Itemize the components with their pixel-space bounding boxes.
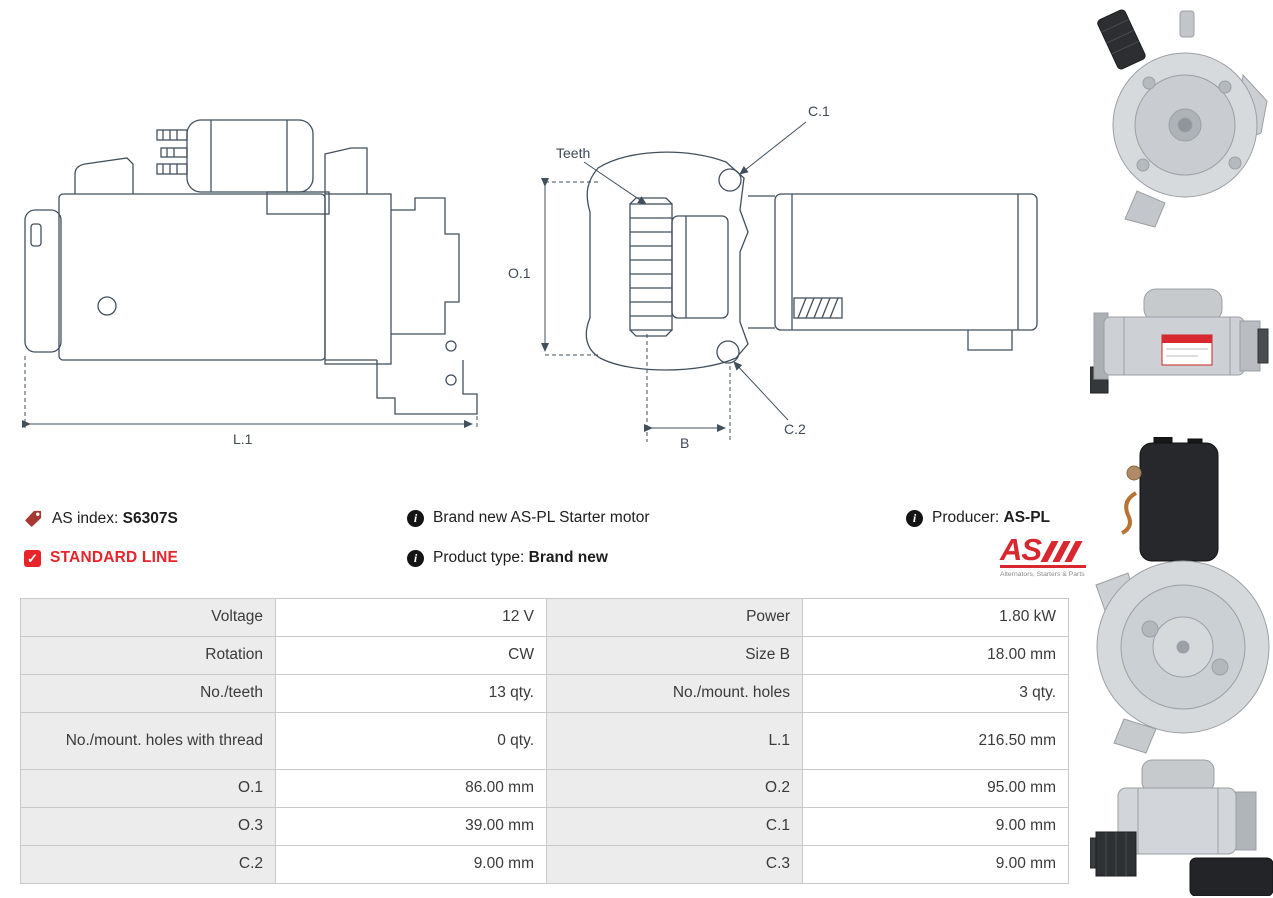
spec-cell-value: 95.00 mm <box>802 769 1069 808</box>
spec-cell-label: C.1 <box>546 807 803 846</box>
as-index-value: S6307S <box>122 509 178 527</box>
spec-cell-label: No./mount. holes with thread <box>20 712 276 770</box>
as-index-label: AS index: <box>52 509 119 527</box>
table-row: Rotation CW Size B 18.00 mm <box>20 636 1069 675</box>
logo-underline <box>1000 565 1086 568</box>
table-row: C.2 9.00 mm C.3 9.00 mm <box>20 845 1069 884</box>
spec-cell-label: Voltage <box>20 598 276 637</box>
standard-line-label: STANDARD LINE <box>50 549 179 566</box>
spec-cell-label: Rotation <box>20 636 276 675</box>
brand-new-row: i Brand new AS-PL Starter motor <box>407 509 650 527</box>
spec-cell-label: O.2 <box>546 769 803 808</box>
logo-tagline: Alternators, Starters & Parts <box>1000 571 1085 578</box>
table-row: O.3 39.00 mm C.1 9.00 mm <box>20 807 1069 846</box>
spec-cell-label: No./mount. holes <box>546 674 803 713</box>
spec-cell-label: C.3 <box>546 845 803 884</box>
spec-cell-value: 18.00 mm <box>802 636 1069 675</box>
spec-cell-value: 216.50 mm <box>802 712 1069 770</box>
spec-cell-label: Power <box>546 598 803 637</box>
spec-cell-value: CW <box>275 636 547 675</box>
as-pl-logo-text: AS <box>1000 532 1042 567</box>
spec-cell-value: 86.00 mm <box>275 769 547 808</box>
as-pl-logo: AS Alternators, Starters & Parts <box>1000 534 1092 578</box>
info-icon: i <box>906 509 923 527</box>
spec-cell-value: 12 V <box>275 598 547 637</box>
spec-cell-value: 9.00 mm <box>802 807 1069 846</box>
dimension-label-b: B <box>680 435 689 451</box>
tag-icon <box>25 510 42 527</box>
table-row: Voltage 12 V Power 1.80 kW <box>20 598 1069 637</box>
info-icon: i <box>407 509 424 527</box>
dimension-label-c1: C.1 <box>808 103 830 119</box>
product-photo-front-view <box>1097 9 1268 228</box>
spec-cell-value: 13 qty. <box>275 674 547 713</box>
spec-cell-label: Size B <box>546 636 803 675</box>
spec-cell-value: 1.80 kW <box>802 598 1069 637</box>
spec-cell-value: 3 qty. <box>802 674 1069 713</box>
checkbox-icon: ✓ <box>24 549 41 567</box>
spec-table: Voltage 12 V Power 1.80 kW Rotation CW S… <box>20 598 1069 884</box>
product-photo-solenoid-top-view <box>1095 437 1270 754</box>
product-type-label: Product type: <box>433 549 525 566</box>
spec-cell-value: 0 qty. <box>275 712 547 770</box>
spec-cell-value: 9.00 mm <box>275 845 547 884</box>
spec-cell-value: 9.00 mm <box>802 845 1069 884</box>
producer-value: AS-PL <box>1003 509 1051 526</box>
spec-cell-label: C.2 <box>20 845 276 884</box>
dimension-label-c2: C.2 <box>784 421 806 437</box>
as-index-row: AS index: S6307S <box>24 509 178 528</box>
spec-cell-label: L.1 <box>546 712 803 770</box>
brand-new-text: Brand new AS-PL Starter motor <box>433 509 650 526</box>
product-type-value: Brand new <box>528 549 608 566</box>
spec-cell-label: No./teeth <box>20 674 276 713</box>
spec-cell-value: 39.00 mm <box>275 807 547 846</box>
table-row: O.1 86.00 mm O.2 95.00 mm <box>20 769 1069 808</box>
technical-drawing-front-view: O.1 B Teeth C.1 C.2 <box>508 103 1038 451</box>
producer-label: Producer: <box>932 509 1000 526</box>
standard-line-row: ✓ STANDARD LINE <box>24 549 178 567</box>
product-type-row: i Product type: Brand new <box>407 549 608 567</box>
dimension-label-o1: O.1 <box>508 265 531 281</box>
spec-cell-label: O.3 <box>20 807 276 846</box>
info-icon: i <box>407 549 424 567</box>
product-photo-column <box>1085 0 1273 898</box>
product-photo-side-view <box>1090 288 1269 394</box>
product-photo-angled-view <box>1090 759 1273 896</box>
table-row: No./mount. holes with thread 0 qty. L.1 … <box>20 712 1069 770</box>
table-row: No./teeth 13 qty. No./mount. holes 3 qty… <box>20 674 1069 713</box>
technical-drawing-side-view: L.1 <box>22 119 478 446</box>
spec-cell-label: O.1 <box>20 769 276 808</box>
dimension-label-l1: L.1 <box>233 431 253 446</box>
producer-row: i Producer: AS-PL <box>906 509 1050 527</box>
dimension-label-teeth: Teeth <box>556 145 590 161</box>
